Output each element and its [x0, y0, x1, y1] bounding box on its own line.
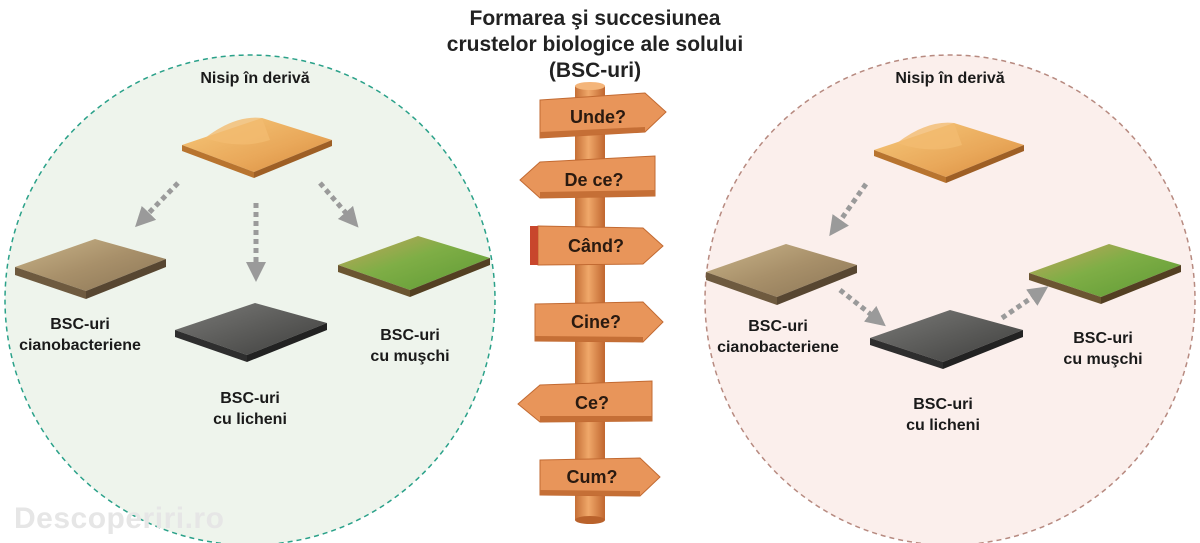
sign-unde: [539, 92, 667, 139]
right-lichen-label: BSC-uri cu licheni: [883, 394, 1003, 436]
right-moss-label-line-1: BSC-uri: [1073, 330, 1133, 347]
sign-text-cine: Cine?: [571, 312, 621, 332]
left-moss-label-line-1: BSC-uri: [380, 327, 440, 344]
sign-cum: [539, 457, 661, 497]
right-panel-circle: [704, 54, 1196, 543]
left-lichen-label: BSC-uri cu licheni: [190, 388, 310, 430]
left-moss-label: BSC-uri cu muşchi: [355, 325, 465, 367]
left-cyano-label-line-1: BSC-uri: [50, 316, 110, 333]
right-sand-drift-tile: [874, 122, 1024, 183]
sign-text-ce: Ce?: [575, 393, 609, 413]
right-cyano-label-line-1: BSC-uri: [748, 318, 808, 335]
left-sand-label: Nisip în derivă: [200, 70, 310, 87]
right-moss-label: BSC-uri cu muşchi: [1048, 328, 1158, 370]
right-lichen-label-line-2: cu licheni: [906, 417, 980, 434]
left-moss-crust-tile: [338, 236, 490, 297]
left-lichen-label-line-2: cu licheni: [213, 411, 287, 428]
diagram-title: Formarea şi succesiunea crustelor biolog…: [395, 6, 795, 84]
left-lichen-label-line-1: BSC-uri: [220, 390, 280, 407]
left-sand-drift-tile: [182, 117, 332, 178]
right-moss-crust-tile: [1029, 244, 1181, 304]
sign-text-cand: Când?: [568, 236, 624, 256]
right-sand-label: Nisip în derivă: [895, 70, 1005, 87]
watermark: Descoperiri.ro: [14, 502, 225, 535]
right-cyano-label: BSC-uri cianobacteriene: [703, 316, 853, 358]
right-arrow-lichen-to-moss: [1000, 286, 1049, 321]
left-cyano-label-line-2: cianobacteriene: [19, 337, 141, 354]
right-cyano-crust-tile: [706, 244, 857, 305]
sign-cine: [534, 301, 664, 343]
left-panel-circle: [4, 54, 496, 543]
sign-de-ce: [519, 155, 656, 199]
right-lichen-crust-tile: [870, 310, 1023, 369]
right-lichen-label-line-1: BSC-uri: [913, 396, 973, 413]
left-lichen-crust-tile: [175, 303, 327, 362]
title-line-3: (BSC-uri): [548, 59, 642, 82]
sign-text-de-ce: De ce?: [564, 170, 623, 190]
sign-text-cum: Cum?: [567, 467, 618, 487]
sign-text-unde: Unde?: [570, 107, 626, 127]
right-moss-label-line-2: cu muşchi: [1063, 351, 1143, 368]
right-cyano-label-line-2: cianobacteriene: [717, 339, 839, 356]
left-cyano-crust-tile: [15, 239, 166, 299]
right-arrow-cyano-to-lichen: [838, 288, 886, 327]
sign-ce: [517, 380, 653, 423]
title-line-2: crustelor biologice ale solului: [446, 33, 744, 56]
title-line-1: Formarea şi succesiunea: [469, 7, 721, 30]
sign-cand: [530, 225, 664, 266]
left-arrow-to-moss: [318, 181, 359, 228]
left-moss-label-line-2: cu muşchi: [370, 348, 450, 365]
left-cyano-label: BSC-uri cianobacteriene: [5, 314, 155, 356]
